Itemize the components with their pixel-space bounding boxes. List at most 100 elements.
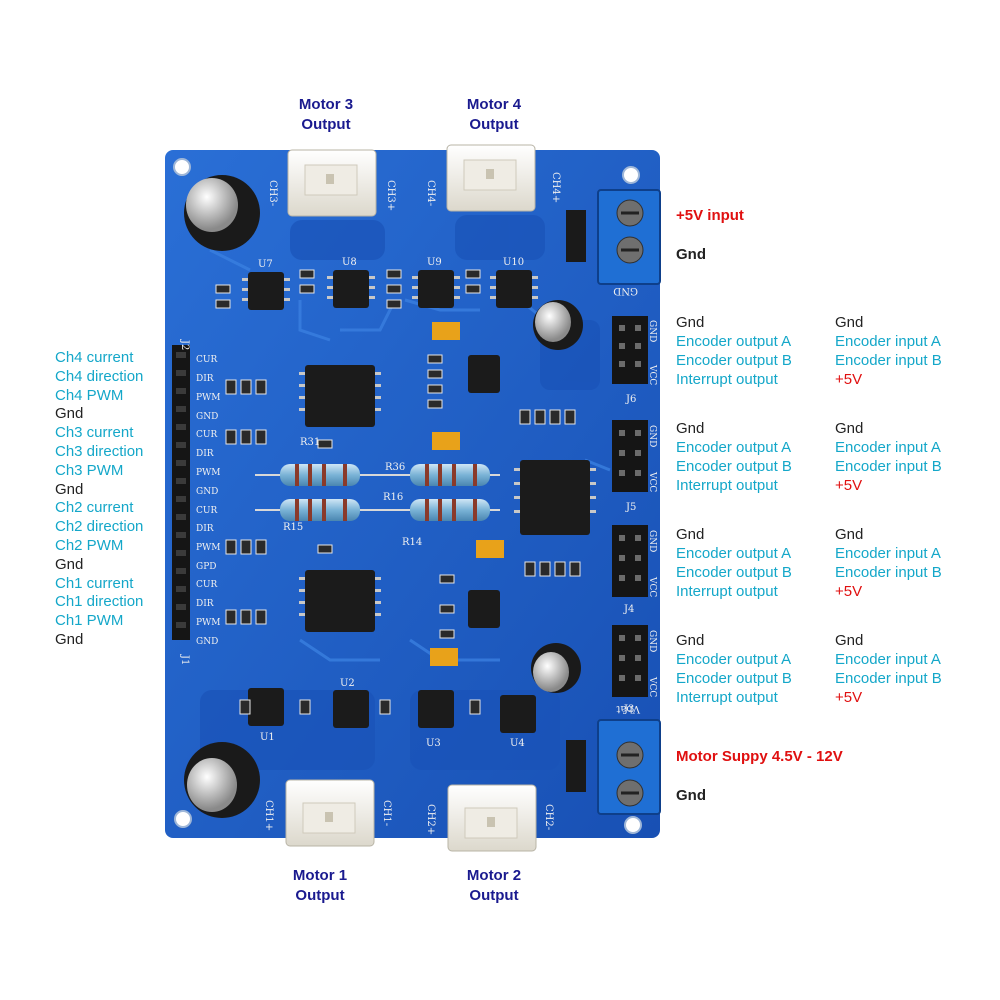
silk-j6: J6 bbox=[625, 394, 636, 405]
plus5v-input-label: +5V input bbox=[676, 207, 744, 224]
header-silk-labels: CUR DIR PWM GND CUR DIR PWM GND CUR DIR … bbox=[196, 355, 221, 647]
left-pin-header bbox=[172, 345, 190, 640]
left-pin-label: Ch2 PWM bbox=[55, 536, 124, 554]
power-resistors bbox=[255, 464, 500, 521]
silkscreen: J2 J1 GND Vbat CH3- CH3+ CH4- CH4+ CH1+ … bbox=[179, 172, 641, 835]
svg-text:VCC: VCC bbox=[647, 471, 657, 492]
encoder-header-silk: GND VCC GND VCC GND VCC GND VCC bbox=[647, 320, 657, 697]
left-pin-label: Ch4 direction bbox=[55, 367, 144, 385]
motor1-label-line1: Motor 1 bbox=[292, 867, 348, 884]
svg-text:GND: GND bbox=[196, 412, 218, 422]
silk-ch2m: CH2- bbox=[543, 804, 554, 830]
smd-components bbox=[215, 269, 581, 715]
silk-j2: J2 bbox=[179, 339, 190, 350]
svg-text:VCC: VCC bbox=[647, 676, 657, 697]
svg-text:VCC: VCC bbox=[647, 364, 657, 385]
tantalum-capacitors bbox=[430, 322, 504, 666]
silk-u3: U3 bbox=[426, 738, 441, 749]
svg-text:VCC: VCC bbox=[647, 576, 657, 597]
encoder-headers bbox=[612, 316, 648, 697]
j4-header bbox=[612, 525, 648, 597]
motor3-output-label: Motor 3 Output bbox=[266, 95, 386, 135]
svg-text:GND: GND bbox=[647, 530, 657, 552]
silk-u4: U4 bbox=[510, 738, 525, 749]
svg-text:PWM: PWM bbox=[196, 393, 221, 403]
silk-vbat: Vbat bbox=[616, 703, 641, 714]
left-pin-label: Gnd bbox=[55, 405, 84, 423]
gnd-bottom-label: Gnd bbox=[676, 787, 706, 804]
encoder-out-group-j3: Gnd Encoder output A Encoder output B In… bbox=[676, 632, 792, 706]
motor1-label-line2: Output bbox=[295, 887, 345, 904]
svg-text:DIR: DIR bbox=[196, 449, 214, 459]
motor1-output-label: Motor 1 Output bbox=[260, 866, 380, 906]
motor4-label-line1: Motor 4 bbox=[466, 96, 522, 113]
left-pin-label: Ch2 current bbox=[55, 499, 134, 517]
svg-text:GND: GND bbox=[196, 487, 218, 497]
left-pin-label: Gnd bbox=[55, 555, 84, 573]
encoder-in-group-j6: Gnd Encoder input A Encoder input B +5V bbox=[835, 314, 942, 388]
svg-text:GND: GND bbox=[647, 425, 657, 447]
silk-ch1m: CH1- bbox=[381, 800, 392, 826]
encoder-in-group-j4: Gnd Encoder input A Encoder input B +5V bbox=[835, 526, 942, 600]
mounting-holes bbox=[173, 158, 642, 834]
silk-ch3m: CH3- bbox=[267, 180, 278, 206]
j6-header bbox=[612, 316, 648, 384]
svg-text:PWM: PWM bbox=[196, 468, 221, 478]
svg-text:CUR: CUR bbox=[196, 506, 217, 516]
motor3-label-line2: Output bbox=[301, 116, 351, 133]
silk-j4: J4 bbox=[623, 604, 634, 615]
left-pin-label: Ch4 PWM bbox=[55, 386, 124, 404]
left-pin-label: Ch3 direction bbox=[55, 442, 144, 460]
ic-pins bbox=[242, 276, 596, 616]
silk-r16: R16 bbox=[383, 492, 403, 503]
silk-r31: R31 bbox=[300, 437, 320, 448]
silk-u1: U1 bbox=[260, 732, 275, 743]
silk-j5: J5 bbox=[625, 502, 636, 513]
encoder-out-group-j5: Gnd Encoder output A Encoder output B In… bbox=[676, 420, 792, 494]
silk-u10: U10 bbox=[503, 257, 524, 268]
left-pin-label: Gnd bbox=[55, 480, 84, 498]
left-pin-label: Ch1 PWM bbox=[55, 612, 124, 630]
motor4-output-label: Motor 4 Output bbox=[434, 95, 554, 135]
motor2-label-line2: Output bbox=[469, 887, 519, 904]
svg-text:GPD: GPD bbox=[196, 562, 216, 572]
silk-ch1p: CH1+ bbox=[263, 800, 274, 831]
silk-gnd-top: GND bbox=[613, 285, 638, 296]
left-pin-label: Ch2 direction bbox=[55, 518, 144, 536]
motor2-output-label: Motor 2 Output bbox=[434, 866, 554, 906]
encoder-in-group-j3: Gnd Encoder input A Encoder input B +5V bbox=[835, 632, 942, 706]
left-pin-label: Gnd bbox=[55, 630, 84, 648]
motor4-label-line2: Output bbox=[469, 116, 519, 133]
silk-r15: R15 bbox=[283, 522, 303, 533]
silk-ch4m: CH4- bbox=[425, 180, 436, 206]
svg-text:CUR: CUR bbox=[196, 355, 217, 365]
svg-text:DIR: DIR bbox=[196, 524, 214, 534]
ic-chips bbox=[248, 270, 590, 733]
electrolytic-capacitors bbox=[184, 175, 583, 818]
encoder-in-group-j5: Gnd Encoder input A Encoder input B +5V bbox=[835, 420, 942, 494]
silk-ch2p: CH2+ bbox=[425, 804, 436, 835]
silk-j3: J3 bbox=[623, 704, 634, 715]
silk-ch3p: CH3+ bbox=[385, 180, 396, 211]
silk-ch4p: CH4+ bbox=[550, 172, 561, 203]
svg-text:CUR: CUR bbox=[196, 580, 217, 590]
motor-connectors bbox=[285, 144, 537, 852]
silk-u8: U8 bbox=[342, 257, 357, 268]
svg-text:CUR: CUR bbox=[196, 430, 217, 440]
svg-text:DIR: DIR bbox=[196, 374, 214, 384]
j3-header bbox=[612, 625, 648, 697]
j5-header bbox=[612, 420, 648, 492]
left-pin-label: Ch3 current bbox=[55, 424, 134, 442]
svg-text:GND: GND bbox=[647, 630, 657, 652]
svg-text:DIR: DIR bbox=[196, 599, 214, 609]
gnd-top-label: Gnd bbox=[676, 246, 706, 263]
encoder-out-group-j6: Gnd Encoder output A Encoder output B In… bbox=[676, 314, 792, 388]
svg-text:GND: GND bbox=[647, 320, 657, 342]
motor-supply-label: Motor Suppy 4.5V - 12V bbox=[676, 748, 843, 765]
svg-text:PWM: PWM bbox=[196, 618, 221, 628]
silk-j1: J1 bbox=[179, 654, 190, 665]
silk-r14: R14 bbox=[402, 537, 422, 548]
motor2-label-line1: Motor 2 bbox=[466, 867, 522, 884]
